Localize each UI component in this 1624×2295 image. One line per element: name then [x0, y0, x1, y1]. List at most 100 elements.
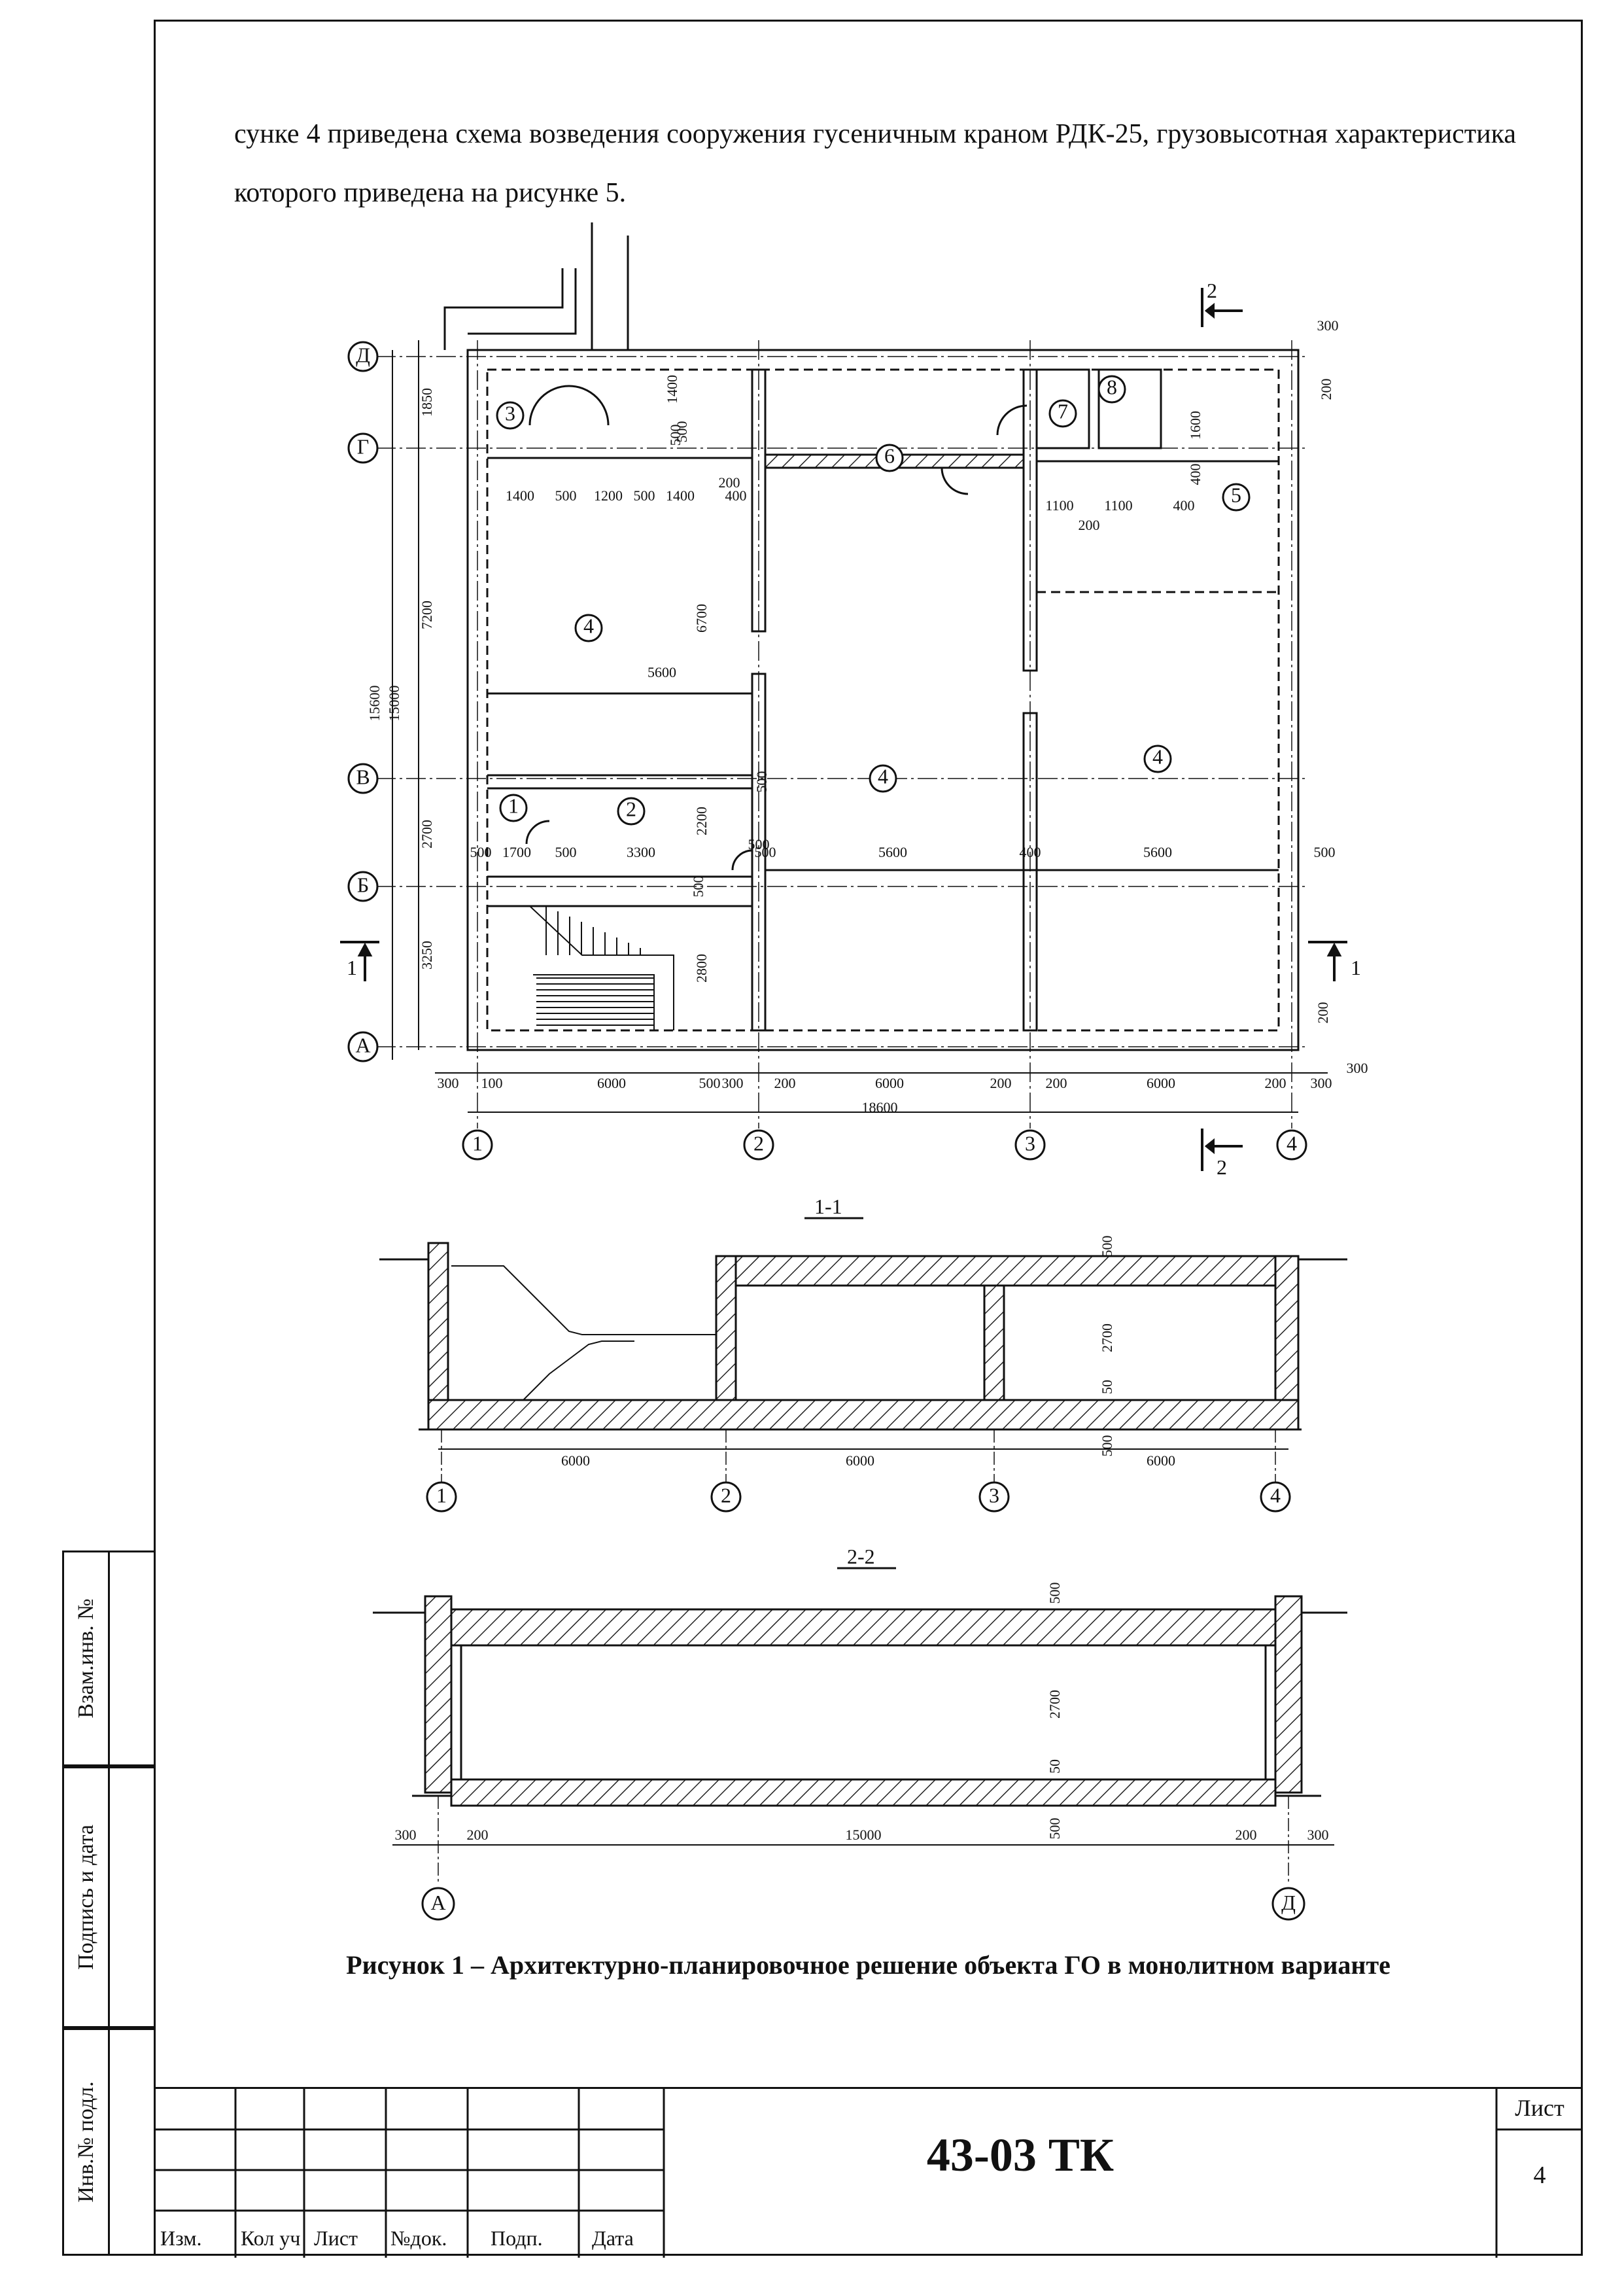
section-1-axis-bubble: 2 — [710, 1481, 742, 1513]
section-1-axis-bubble: 1 — [426, 1481, 457, 1513]
svg-text:2: 2 — [626, 797, 636, 821]
side-label-vzam: Взам.инв. № — [73, 1598, 98, 1719]
dimension-internal: 1400 — [506, 487, 534, 504]
side-label-podpis: Подпись и дата — [73, 1825, 98, 1970]
dimension-bottom: 500 — [699, 1075, 721, 1091]
dimension-internal: 5600 — [878, 844, 907, 860]
dimension-internal: 500 — [634, 487, 655, 504]
svg-text:5: 5 — [1231, 483, 1241, 507]
svg-text:А: А — [430, 1891, 445, 1914]
dimension-bottom: 100 — [481, 1075, 503, 1091]
dimension-right: 300 — [1317, 317, 1339, 334]
dimension-internal: 500 — [753, 771, 770, 793]
svg-text:Д: Д — [1281, 1891, 1296, 1914]
dimension-internal: 2200 — [693, 807, 710, 835]
dimension-bottom: 300 — [1311, 1075, 1332, 1091]
door-arc — [528, 385, 610, 426]
side-box-vzam: Взам.инв. № — [62, 1550, 154, 1766]
dimension-left: 15000 — [386, 686, 402, 722]
svg-text:3: 3 — [989, 1483, 999, 1507]
dimension-internal: 200 — [1079, 517, 1100, 533]
dimension-bottom: 6000 — [597, 1075, 626, 1091]
room-number: 7 — [1048, 399, 1077, 428]
dimension-internal: 6700 — [693, 604, 710, 633]
dimension-left: 2700 — [419, 820, 435, 849]
dimension-bottom: 200 — [774, 1075, 796, 1091]
section-2-vertical-dim: 2700 — [1046, 1690, 1063, 1719]
plan-inner-dashed — [486, 368, 1280, 1032]
page-frame — [154, 20, 1583, 2256]
section-2-span: 15000 — [846, 1827, 882, 1843]
dimension-internal: 500 — [667, 425, 683, 446]
dimension-internal: 1600 — [1187, 411, 1203, 440]
dimension-internal: 5600 — [1143, 844, 1172, 860]
dimension-internal: 400 — [1187, 464, 1203, 485]
wall-axis-3 — [1022, 368, 1038, 672]
stamp-header-list: Лист — [314, 2226, 358, 2250]
room-number: 1 — [499, 794, 528, 822]
section-2-vertical-dim: 50 — [1046, 1759, 1063, 1774]
stamp-header-kol: Кол уч — [241, 2226, 301, 2250]
dimension-internal: 1200 — [594, 487, 623, 504]
section-2-span: 200 — [1235, 1827, 1257, 1843]
dimension-bottom: 200 — [1046, 1075, 1067, 1091]
dimension-bottom: 300 — [438, 1075, 459, 1091]
dimension-internal: 400 — [1020, 844, 1041, 860]
section-2-2 — [373, 1595, 1347, 1807]
stamp-header-data: Дата — [592, 2226, 634, 2250]
title-block-grid — [154, 2089, 1583, 2258]
svg-text:4: 4 — [1287, 1131, 1297, 1155]
row-axis-bubble: А — [347, 1031, 379, 1062]
section-1-span: 6000 — [561, 1452, 590, 1469]
svg-text:Д: Д — [356, 343, 370, 366]
svg-text:4: 4 — [878, 765, 888, 788]
entrance-shaft — [443, 268, 564, 350]
dimension-right: 300 — [1347, 1060, 1368, 1076]
section-2-vertical-dim: 500 — [1046, 1583, 1063, 1604]
column-axis-bubble: 3 — [1014, 1129, 1046, 1161]
stamp-header-ndok: №док. — [390, 2226, 447, 2250]
svg-text:6: 6 — [884, 444, 895, 468]
floor-plan — [443, 222, 1300, 1051]
section-mark-1 — [340, 941, 1347, 981]
section-2-vertical-dim: 500 — [1046, 1818, 1063, 1840]
dimension-bottom: 6000 — [875, 1075, 904, 1091]
figure-caption: Рисунок 1 – Архитектурно-планировочное р… — [346, 1950, 1391, 1980]
dimension-internal: 500 — [470, 844, 492, 860]
dimension-internal: 1400 — [664, 375, 680, 404]
row-axis-bubble: В — [347, 763, 379, 794]
svg-text:Г: Г — [357, 434, 370, 458]
dimension-internal: 400 — [1173, 497, 1195, 514]
section-2-axis-bubble: А — [421, 1887, 455, 1921]
dimension-internal: 3300 — [627, 844, 655, 860]
dimension-right: 200 — [1315, 1002, 1331, 1024]
section-1-vertical-dim: 50 — [1099, 1380, 1115, 1394]
svg-text:1: 1 — [472, 1131, 483, 1155]
stamp-header-podp: Подп. — [491, 2226, 543, 2250]
section-1-vertical-dim: 500 — [1099, 1236, 1115, 1257]
section-1-label-left: 1 — [347, 956, 357, 979]
section-2-label-bottom: 2 — [1217, 1155, 1227, 1179]
document-code: 43-03 ТК — [926, 2129, 1114, 2181]
svg-text:4: 4 — [1270, 1483, 1281, 1507]
dimension-internal: 500 — [1314, 844, 1336, 860]
dimension-internal: 1100 — [1104, 497, 1132, 514]
dimension-internal: 1700 — [502, 844, 531, 860]
dimension-left: 7200 — [419, 601, 435, 629]
dimension-internal: 200 — [719, 474, 740, 491]
svg-text:В: В — [356, 765, 370, 788]
room-number: 8 — [1097, 375, 1126, 404]
stamp-header-izm: Изм. — [160, 2226, 202, 2250]
svg-text:4: 4 — [1152, 745, 1163, 769]
dimension-left: 1850 — [419, 388, 435, 417]
room-number: 4 — [869, 764, 897, 793]
dimension-left: 3250 — [419, 941, 435, 970]
dimension-internal: 1100 — [1045, 497, 1073, 514]
section-2-span: 300 — [395, 1827, 417, 1843]
svg-text:4: 4 — [583, 614, 594, 638]
row-axis-bubble: Д — [347, 341, 379, 372]
